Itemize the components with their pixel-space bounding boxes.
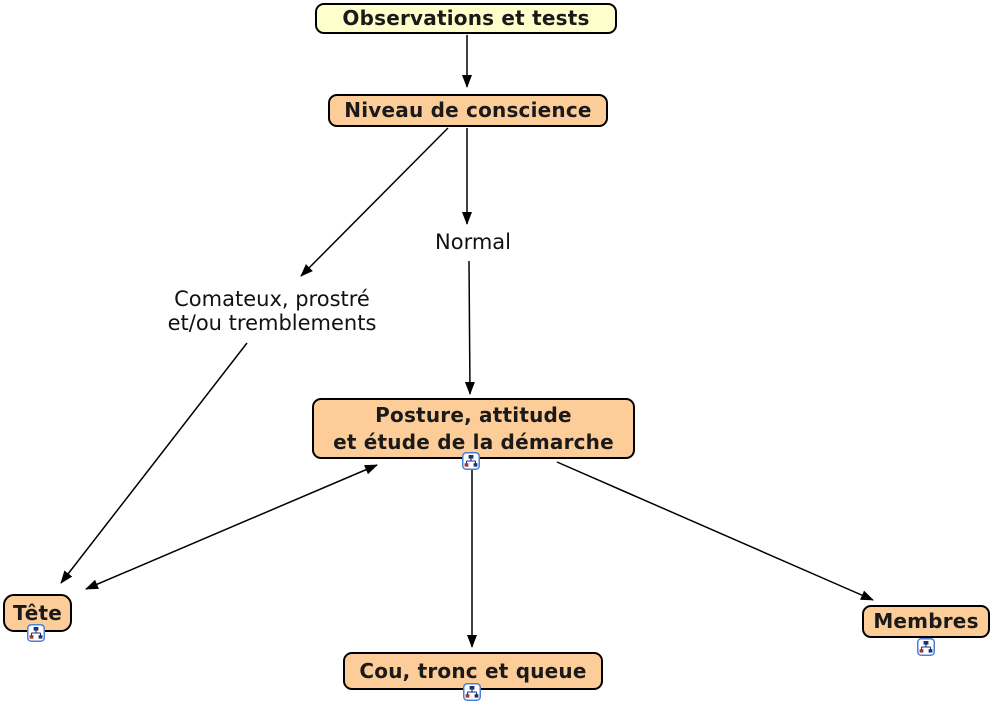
edge-tete-posture xyxy=(85,464,378,590)
node-observations-et-tests[interactable]: Observations et tests xyxy=(315,3,617,34)
edge-comateux-tete xyxy=(60,342,248,584)
concept-map-icon xyxy=(27,624,45,642)
edge-posture-membres xyxy=(556,461,874,601)
link-label-normal[interactable]: Normal xyxy=(435,230,511,254)
submap-icon[interactable] xyxy=(463,683,481,701)
edge-niveau-comateux xyxy=(300,127,449,277)
concept-map-icon xyxy=(463,683,481,701)
submap-icon[interactable] xyxy=(27,624,45,642)
link-label-comateux-prostre[interactable]: Comateux, prostré et/ou tremblements xyxy=(167,287,377,335)
concept-map-icon xyxy=(462,452,480,470)
edge-normal-posture xyxy=(464,260,475,395)
concept-map-icon xyxy=(917,638,935,656)
node-membres[interactable]: Membres xyxy=(862,605,990,638)
node-niveau-de-conscience[interactable]: Niveau de conscience xyxy=(328,94,608,127)
submap-icon[interactable] xyxy=(917,638,935,656)
node-cou-tronc-queue[interactable]: Cou, tronc et queue xyxy=(343,652,603,690)
submap-icon[interactable] xyxy=(462,452,480,470)
node-posture-attitude-demarche[interactable]: Posture, attitude et étude de la démarch… xyxy=(312,398,635,459)
